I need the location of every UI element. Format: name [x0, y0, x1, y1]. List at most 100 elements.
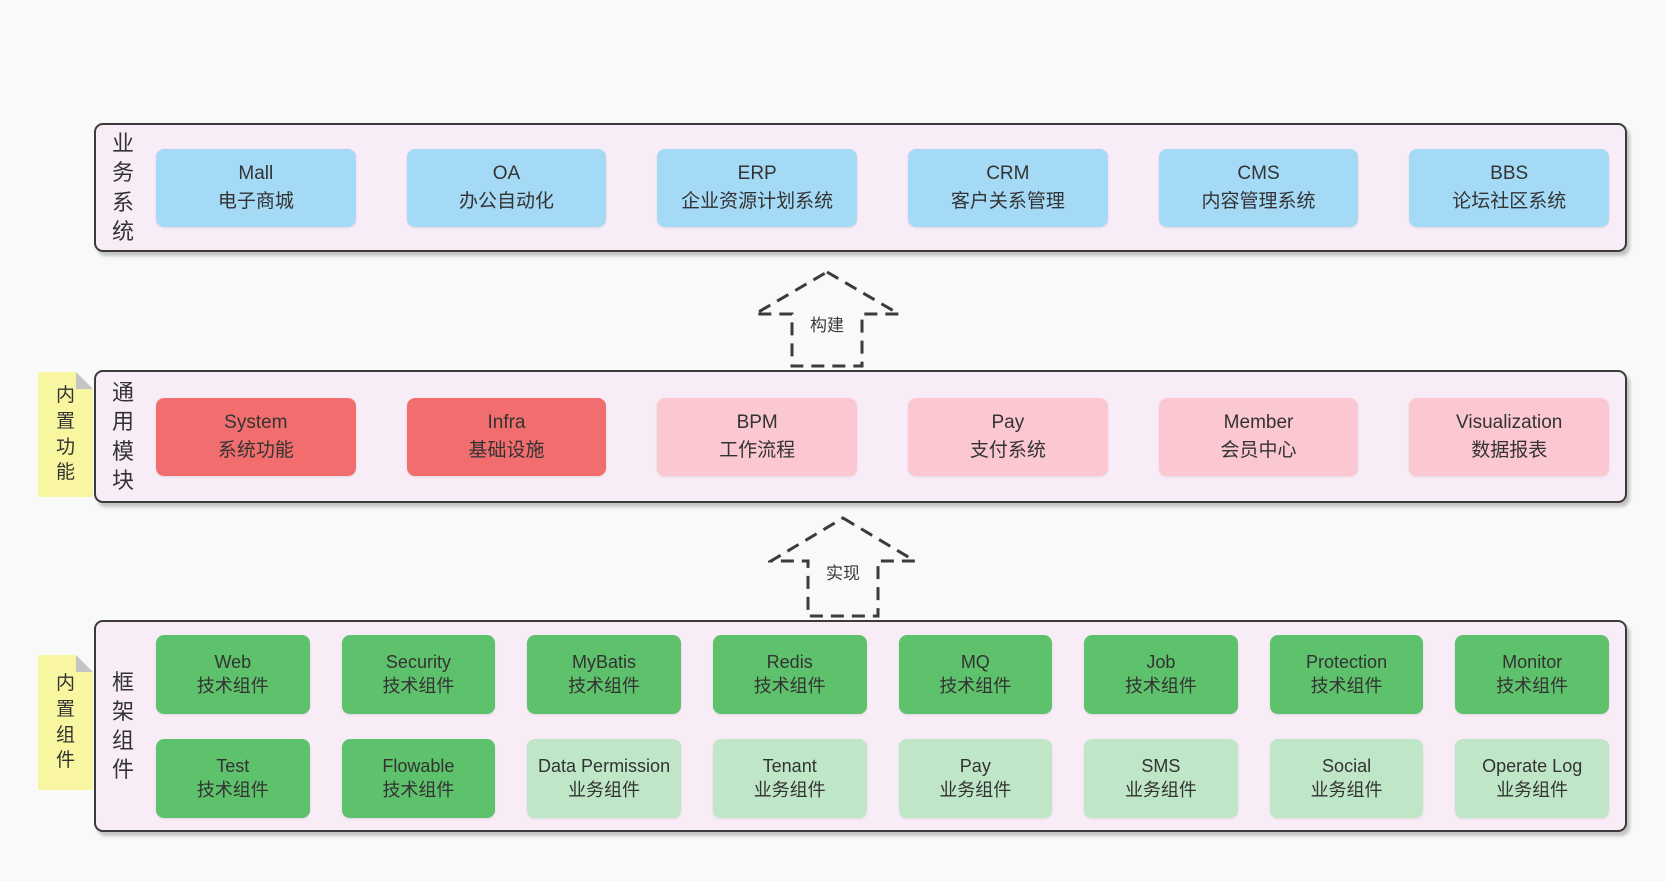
box-pay-component: Pay 业务组件 — [898, 738, 1053, 818]
box-mq: MQ 技术组件 — [898, 634, 1053, 714]
box-name: Social — [1322, 755, 1372, 776]
business-systems-row: Mall 电子商城 OA 办公自动化 ERP 企业资源计划系统 CRM 客户关系… — [156, 148, 1610, 227]
box-crm: CRM 客户关系管理 — [908, 148, 1108, 227]
box-desc: 企业资源计划系统 — [681, 190, 834, 212]
box-name: Monitor — [1502, 651, 1563, 672]
box-cms: CMS 内容管理系统 — [1158, 148, 1359, 227]
box-mall: Mall 电子商城 — [156, 148, 356, 227]
folded-corner-icon — [76, 372, 93, 389]
box-monitor: Monitor 技术组件 — [1455, 634, 1609, 714]
box-name: Operate Log — [1482, 755, 1583, 776]
box-sms: SMS 业务组件 — [1084, 738, 1238, 818]
box-operate-log: Operate Log 业务组件 — [1455, 738, 1609, 818]
business-systems-label: 业务系统 — [111, 131, 134, 244]
box-desc: 技术组件 — [382, 780, 455, 800]
box-desc: 技术组件 — [753, 676, 826, 696]
box-desc: 业务组件 — [1310, 780, 1383, 800]
box-desc: 业务组件 — [1124, 780, 1197, 800]
box-desc: 技术组件 — [196, 780, 269, 800]
box-oa: OA 办公自动化 — [406, 148, 607, 227]
components-row-2: Test 技术组件 Flowable 技术组件 Data Permission … — [156, 738, 1609, 818]
framework-components-rows: Web 技术组件 Security 技术组件 MyBatis 技术组件 Redi… — [156, 634, 1609, 818]
box-desc: 业务组件 — [568, 780, 641, 800]
sticky-built-in-components-label: 内置组件 — [55, 673, 75, 772]
box-name: CRM — [986, 162, 1030, 184]
box-name: Security — [385, 651, 451, 672]
box-name: BBS — [1490, 162, 1529, 184]
sticky-built-in-features: 内置功能 — [38, 372, 93, 497]
box-desc: 支付系统 — [969, 439, 1046, 461]
box-desc: 业务组件 — [939, 780, 1012, 800]
framework-components-panel: 框架组件 Web 技术组件 Security 技术组件 MyBatis 技术组件… — [94, 620, 1627, 832]
folded-corner-icon — [76, 655, 93, 672]
box-social: Social 业务组件 — [1269, 738, 1424, 818]
box-test: Test 技术组件 — [156, 738, 310, 818]
box-data-permission: Data Permission 业务组件 — [527, 738, 681, 818]
common-modules-label: 通用模块 — [111, 380, 134, 493]
box-redis: Redis 技术组件 — [712, 634, 867, 714]
box-name: CMS — [1237, 162, 1280, 184]
box-name: Member — [1223, 411, 1294, 433]
framework-components-label: 框架组件 — [111, 669, 134, 783]
box-desc: 技术组件 — [939, 676, 1012, 696]
box-name: MQ — [960, 651, 990, 672]
box-desc: 工作流程 — [719, 439, 796, 461]
box-name: System — [224, 411, 288, 433]
box-desc: 技术组件 — [568, 676, 641, 696]
common-modules-row: System 系统功能 Infra 基础设施 BPM 工作流程 Pay 支付系统… — [156, 397, 1610, 476]
box-web: Web 技术组件 — [156, 634, 310, 714]
business-systems-panel: 业务系统 Mall 电子商城 OA 办公自动化 ERP 企业资源计划系统 CRM… — [94, 123, 1627, 252]
box-desc: 技术组件 — [1310, 676, 1383, 696]
box-desc: 会员中心 — [1220, 439, 1297, 461]
box-name: BPM — [736, 411, 778, 433]
box-desc: 办公自动化 — [459, 190, 555, 212]
box-name: Data Permission — [538, 755, 671, 776]
box-protection: Protection 技术组件 — [1269, 634, 1424, 714]
box-name: Redis — [766, 651, 813, 672]
box-system: System 系统功能 — [156, 397, 356, 476]
box-bbs: BBS 论坛社区系统 — [1409, 148, 1610, 227]
box-name: Infra — [487, 411, 526, 433]
components-row-1: Web 技术组件 Security 技术组件 MyBatis 技术组件 Redi… — [156, 634, 1609, 714]
box-job: Job 技术组件 — [1084, 634, 1238, 714]
common-modules-panel: 通用模块 System 系统功能 Infra 基础设施 BPM 工作流程 Pay… — [94, 370, 1627, 503]
box-desc: 技术组件 — [1124, 676, 1197, 696]
box-name: MyBatis — [572, 651, 637, 672]
box-desc: 数据报表 — [1471, 439, 1548, 461]
box-name: Visualization — [1456, 411, 1563, 433]
box-desc: 系统功能 — [217, 439, 294, 461]
box-name: OA — [492, 162, 521, 184]
box-name: Job — [1146, 651, 1176, 672]
box-name: ERP — [737, 162, 777, 184]
box-name: Test — [216, 755, 250, 776]
box-erp: ERP 企业资源计划系统 — [657, 148, 858, 227]
box-infra: Infra 基础设施 — [406, 397, 607, 476]
box-tenant: Tenant 业务组件 — [712, 738, 867, 818]
box-mybatis: MyBatis 技术组件 — [527, 634, 681, 714]
box-desc: 技术组件 — [382, 676, 455, 696]
arrow-build: 构建 — [752, 268, 902, 370]
box-visualization: Visualization 数据报表 — [1409, 397, 1610, 476]
box-desc: 客户关系管理 — [950, 190, 1065, 212]
box-desc: 业务组件 — [753, 780, 826, 800]
box-name: Tenant — [762, 755, 817, 776]
arrow-implement: 实现 — [768, 514, 918, 620]
box-name: Protection — [1306, 651, 1388, 672]
box-desc: 基础设施 — [468, 439, 545, 461]
box-desc: 业务组件 — [1496, 780, 1569, 800]
sticky-built-in-components: 内置组件 — [38, 655, 93, 790]
box-flowable: Flowable 技术组件 — [341, 738, 496, 818]
box-desc: 技术组件 — [196, 676, 269, 696]
box-desc: 论坛社区系统 — [1452, 190, 1567, 212]
box-bpm: BPM 工作流程 — [657, 397, 858, 476]
box-desc: 内容管理系统 — [1201, 190, 1316, 212]
box-name: Mall — [238, 162, 274, 184]
box-desc: 技术组件 — [1496, 676, 1569, 696]
arrow-build-label: 构建 — [807, 310, 847, 336]
box-name: Flowable — [382, 755, 455, 776]
box-name: Pay — [991, 411, 1025, 433]
box-name: Web — [214, 651, 252, 672]
box-member: Member 会员中心 — [1158, 397, 1359, 476]
box-name: SMS — [1141, 755, 1181, 776]
